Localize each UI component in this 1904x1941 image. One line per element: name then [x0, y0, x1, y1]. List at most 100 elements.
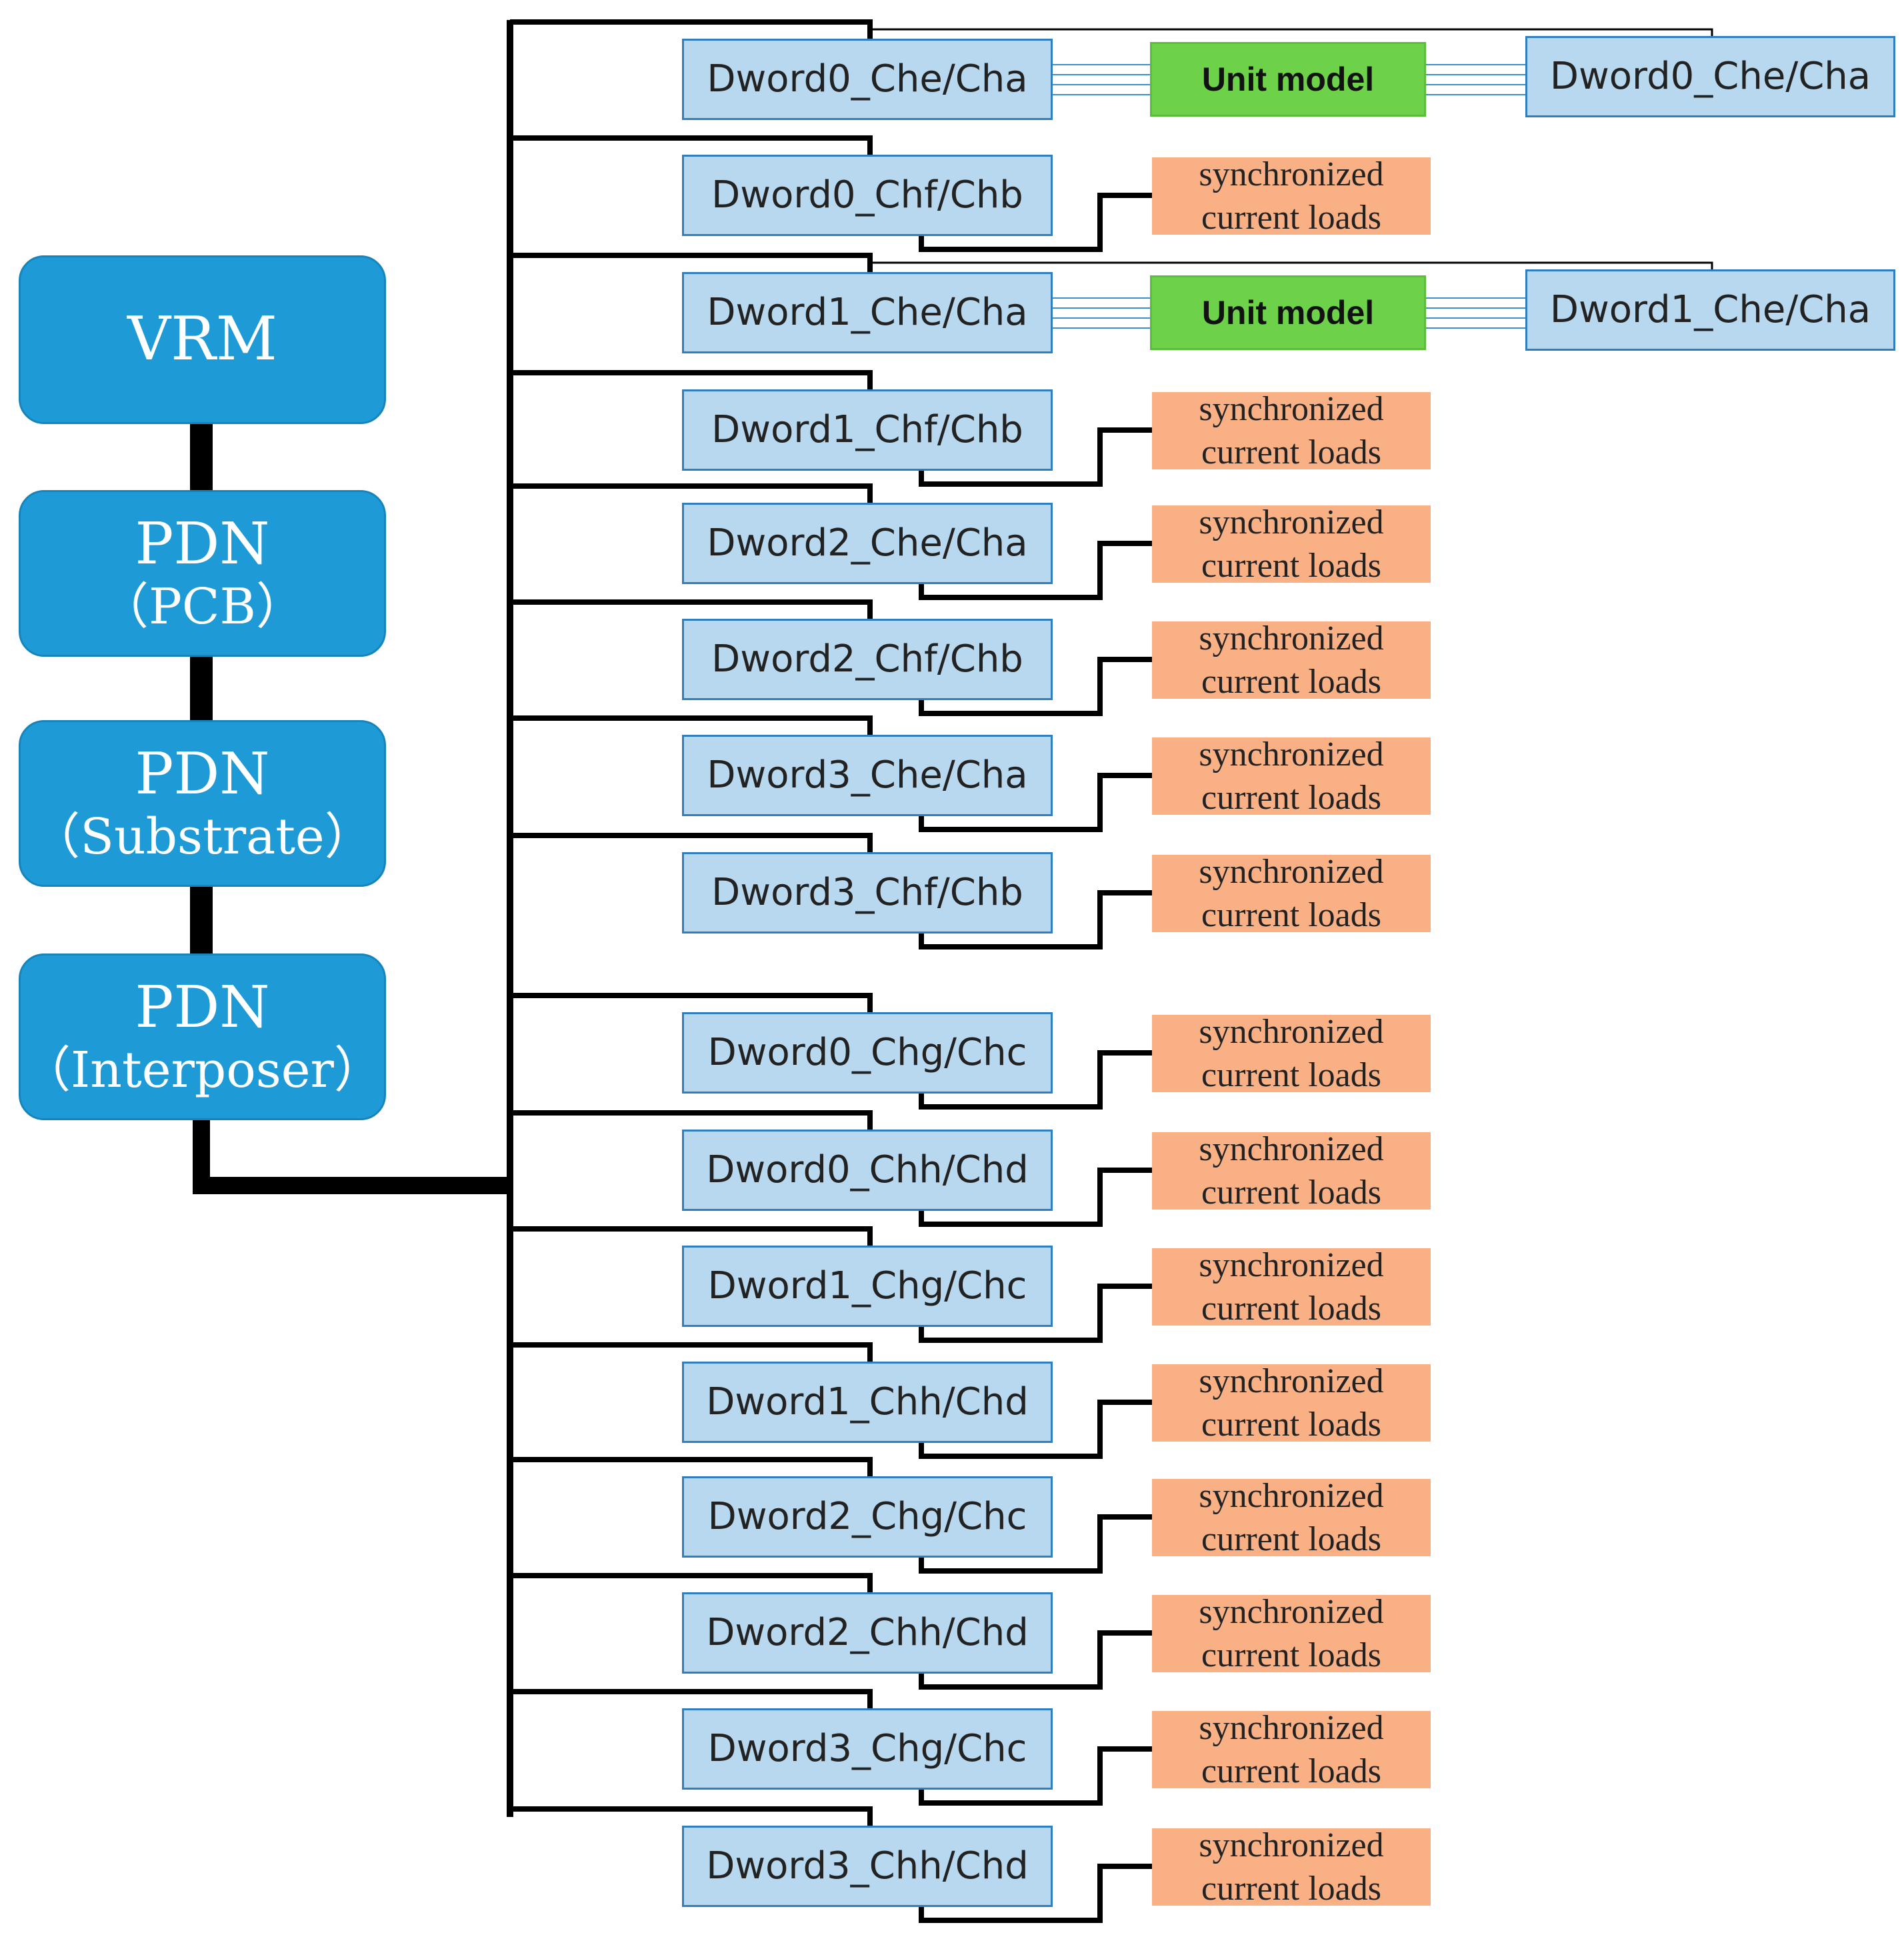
load-return-path [919, 1864, 1152, 1923]
unit-model-label: Unit model [1201, 293, 1375, 331]
channel-box: Dword3_Chf/Chb [682, 852, 1053, 933]
interposer-to-bus-link [193, 1120, 510, 1194]
channel-box: Dword3_Chh/Chd [682, 1826, 1053, 1907]
sync-load-line1: synchronized [1199, 619, 1384, 657]
channel-supply-branch [510, 833, 873, 852]
load-return-path [919, 1168, 1152, 1227]
channel-label: Dword0_Che/Cha [707, 57, 1028, 101]
pdn-pcb-block: PDN （PCB） [19, 490, 386, 657]
channel-box: Dword3_Che/Cha [682, 735, 1053, 816]
channel-label: Dword1_Chg/Chc [707, 1264, 1027, 1308]
peer-channel-box: Dword1_Che/Cha [1525, 269, 1895, 351]
pdn-substrate-block: PDN （Substrate） [19, 720, 386, 887]
channel-label: Dword3_Chf/Chb [711, 870, 1023, 914]
sync-load-block: synchronized current loads [1152, 1709, 1431, 1790]
peer-channel-label: Dword0_Che/Cha [1549, 54, 1871, 98]
sync-load-line2: current loads [1201, 896, 1381, 934]
channel-branches [510, 19, 1713, 1923]
sync-load-block: synchronized current loads [1152, 853, 1431, 934]
pdn-interposer-subtitle: （Interposer） [21, 1042, 383, 1100]
load-return-path [919, 773, 1152, 832]
channel-label: Dword3_Che/Cha [707, 753, 1028, 797]
sync-load-line1: synchronized [1199, 155, 1384, 193]
sync-load-line1: synchronized [1199, 1477, 1384, 1515]
sync-load-line2: current loads [1201, 433, 1381, 471]
sync-load-block: synchronized current loads [1152, 1130, 1431, 1212]
pdn-pcb-title: PDN [135, 510, 270, 577]
sync-load-line1: synchronized [1199, 1013, 1384, 1051]
channel-label: Dword1_Che/Cha [707, 290, 1028, 334]
sync-load-line2: current loads [1201, 1636, 1381, 1674]
channel-supply-branch [510, 599, 873, 619]
sync-load-line1: synchronized [1199, 1709, 1384, 1747]
channel-supply-branch [510, 1806, 873, 1826]
unit-model-block: Unit model [1150, 42, 1426, 117]
sync-load-line2: current loads [1201, 663, 1381, 701]
sync-load-line1: synchronized [1199, 1362, 1384, 1400]
sync-load-line2: current loads [1201, 547, 1381, 585]
load-return-path [919, 1284, 1152, 1343]
sync-load-line1: synchronized [1199, 853, 1384, 891]
peer-channel-box: Dword0_Che/Cha [1525, 36, 1895, 117]
load-return-path [919, 657, 1152, 716]
channel-supply-branch [510, 993, 873, 1012]
channel-box: Dword3_Chg/Chc [682, 1708, 1053, 1790]
sync-load-line1: synchronized [1199, 390, 1384, 428]
load-return-path [919, 193, 1152, 252]
pdn-substrate-title: PDN [135, 740, 270, 807]
channel-box: Dword2_Che/Cha [682, 503, 1053, 584]
channel-supply-branch [510, 1226, 873, 1246]
channel-supply-branch [510, 1689, 873, 1708]
sync-load-line2: current loads [1201, 779, 1381, 817]
channel-box: Dword0_Chg/Chc [682, 1012, 1053, 1094]
channel-box: Dword0_Che/Cha [682, 39, 1053, 120]
channel-box: Dword0_Chf/Chb [682, 155, 1053, 236]
pdn-interposer-block: PDN （Interposer） [19, 953, 386, 1120]
sync-load-block: synchronized current loads [1152, 735, 1431, 817]
sync-load-line2: current loads [1201, 1174, 1381, 1212]
sync-load-line1: synchronized [1199, 1130, 1384, 1168]
sync-load-line2: current loads [1201, 199, 1381, 237]
load-return-path [919, 1514, 1152, 1574]
channel-label: Dword2_Che/Cha [707, 521, 1028, 565]
channel-label: Dword2_Chf/Chb [711, 637, 1023, 681]
pdn-substrate-subtitle: （Substrate） [31, 808, 374, 866]
load-return-path [919, 427, 1152, 487]
channel-label: Dword1_Chf/Chb [711, 407, 1023, 451]
channel-supply-branch [510, 1457, 873, 1476]
channel-supply-branch [510, 715, 873, 735]
vrm-label: VRM [127, 304, 277, 375]
channel-label: Dword2_Chg/Chc [707, 1494, 1027, 1538]
sync-load-line2: current loads [1201, 1290, 1381, 1328]
load-return-path [919, 890, 1152, 949]
channel-box: Dword2_Chg/Chc [682, 1476, 1053, 1558]
channel-box: Dword1_Chf/Chb [682, 389, 1053, 471]
sync-load-block: synchronized current loads [1152, 619, 1431, 701]
unit-model-label: Unit model [1201, 60, 1375, 98]
peer-supply-line [870, 28, 1713, 36]
sync-load-line2: current loads [1201, 1752, 1381, 1790]
sync-load-line2: current loads [1201, 1406, 1381, 1444]
sync-load-block: synchronized current loads [1152, 1362, 1431, 1444]
channel-supply-branch [510, 135, 873, 155]
sync-load-line1: synchronized [1199, 735, 1384, 773]
load-return-path [919, 1746, 1152, 1806]
sync-load-line1: synchronized [1199, 503, 1384, 541]
sync-load-block: synchronized current loads [1152, 155, 1431, 237]
load-return-path [919, 1630, 1152, 1690]
peer-supply-line [870, 261, 1713, 269]
load-return-path [919, 1400, 1152, 1459]
channel-label: Dword3_Chg/Chc [707, 1726, 1027, 1770]
channel-supply-branch [510, 1110, 873, 1130]
vrm-block: VRM [19, 255, 386, 424]
channel-supply-branch [510, 19, 873, 39]
channel-box: Dword1_Chh/Chd [682, 1362, 1053, 1443]
sync-load-line1: synchronized [1199, 1826, 1384, 1864]
channel-box: Dword1_Che/Cha [682, 272, 1053, 353]
